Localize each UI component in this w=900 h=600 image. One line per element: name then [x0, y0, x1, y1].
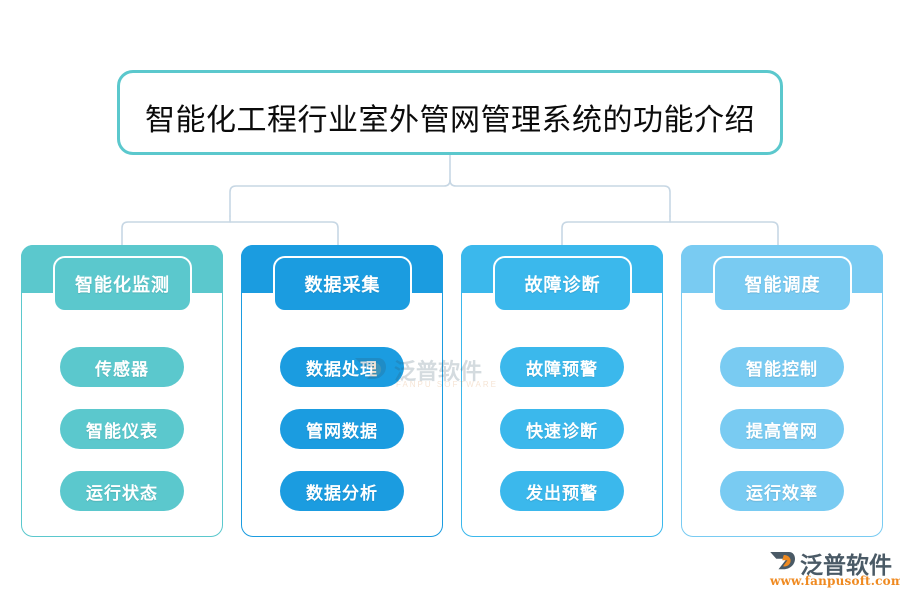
connector-trunk — [229, 154, 451, 217]
brand-logo-url: www.fanpusoft.com — [770, 574, 900, 588]
card-header-3[interactable]: 智能调度 — [713, 256, 852, 312]
page-title: 智能化工程行业室外管网管理系统的功能介绍 — [117, 70, 783, 155]
connector-trunk-right — [449, 179, 671, 217]
branch-column-2: 故障诊断 故障预警 快速诊断 发出预警 — [461, 245, 663, 537]
card-item-label-0-1: 智能仪表 — [86, 421, 158, 442]
card-header-2[interactable]: 故障诊断 — [493, 256, 632, 312]
card-header-label-2: 故障诊断 — [524, 275, 601, 296]
branch-column-0: 智能化监测 传感器 智能仪表 运行状态 — [21, 245, 223, 537]
card-header-label-1: 数据采集 — [304, 275, 381, 296]
card-item-label-1-1: 管网数据 — [306, 421, 378, 442]
card-item-2-0[interactable]: 故障预警 — [500, 347, 624, 387]
card-item-label-2-0: 故障预警 — [526, 359, 598, 380]
card-header-label-3: 智能调度 — [744, 275, 821, 296]
card-item-3-2[interactable]: 运行效率 — [720, 471, 844, 511]
card-item-0-2[interactable]: 运行状态 — [60, 471, 184, 511]
brand-logo-name: 泛普软件 — [800, 552, 892, 579]
brand-logo-icon — [770, 552, 795, 570]
card-item-label-3-2: 运行效率 — [746, 483, 818, 504]
page-title-text: 智能化工程行业室外管网管理系统的功能介绍 — [145, 103, 755, 138]
branch-column-3: 智能调度 智能控制 提高管网 运行效率 — [681, 245, 883, 537]
card-item-1-2[interactable]: 数据分析 — [280, 471, 404, 511]
card-item-0-1[interactable]: 智能仪表 — [60, 409, 184, 449]
card-item-label-1-2: 数据分析 — [306, 483, 378, 504]
brand-logo: 泛普软件 www.fanpusoft.com — [768, 546, 900, 590]
card-item-0-0[interactable]: 传感器 — [60, 347, 184, 387]
card-item-2-1[interactable]: 快速诊断 — [500, 409, 624, 449]
card-item-1-0[interactable]: 数据处理 — [280, 347, 404, 387]
card-item-label-2-2: 发出预警 — [526, 483, 598, 504]
card-item-3-1[interactable]: 提高管网 — [720, 409, 844, 449]
card-item-label-0-2: 运行状态 — [86, 483, 158, 504]
card-item-label-3-1: 提高管网 — [746, 421, 818, 442]
connector-branch-left — [121, 221, 339, 246]
branch-column-1: 数据采集 数据处理 管网数据 数据分析 — [241, 245, 443, 537]
card-item-label-3-0: 智能控制 — [746, 359, 818, 380]
connector-branch-right — [561, 221, 779, 246]
card-item-label-2-1: 快速诊断 — [526, 421, 598, 442]
card-header-0[interactable]: 智能化监测 — [53, 256, 192, 312]
card-item-1-1[interactable]: 管网数据 — [280, 409, 404, 449]
card-item-3-0[interactable]: 智能控制 — [720, 347, 844, 387]
card-item-label-1-0: 数据处理 — [306, 359, 378, 380]
card-item-label-0-0: 传感器 — [95, 359, 149, 380]
card-header-label-0: 智能化监测 — [75, 275, 170, 296]
card-header-1[interactable]: 数据采集 — [273, 256, 412, 312]
card-item-2-2[interactable]: 发出预警 — [500, 471, 624, 511]
